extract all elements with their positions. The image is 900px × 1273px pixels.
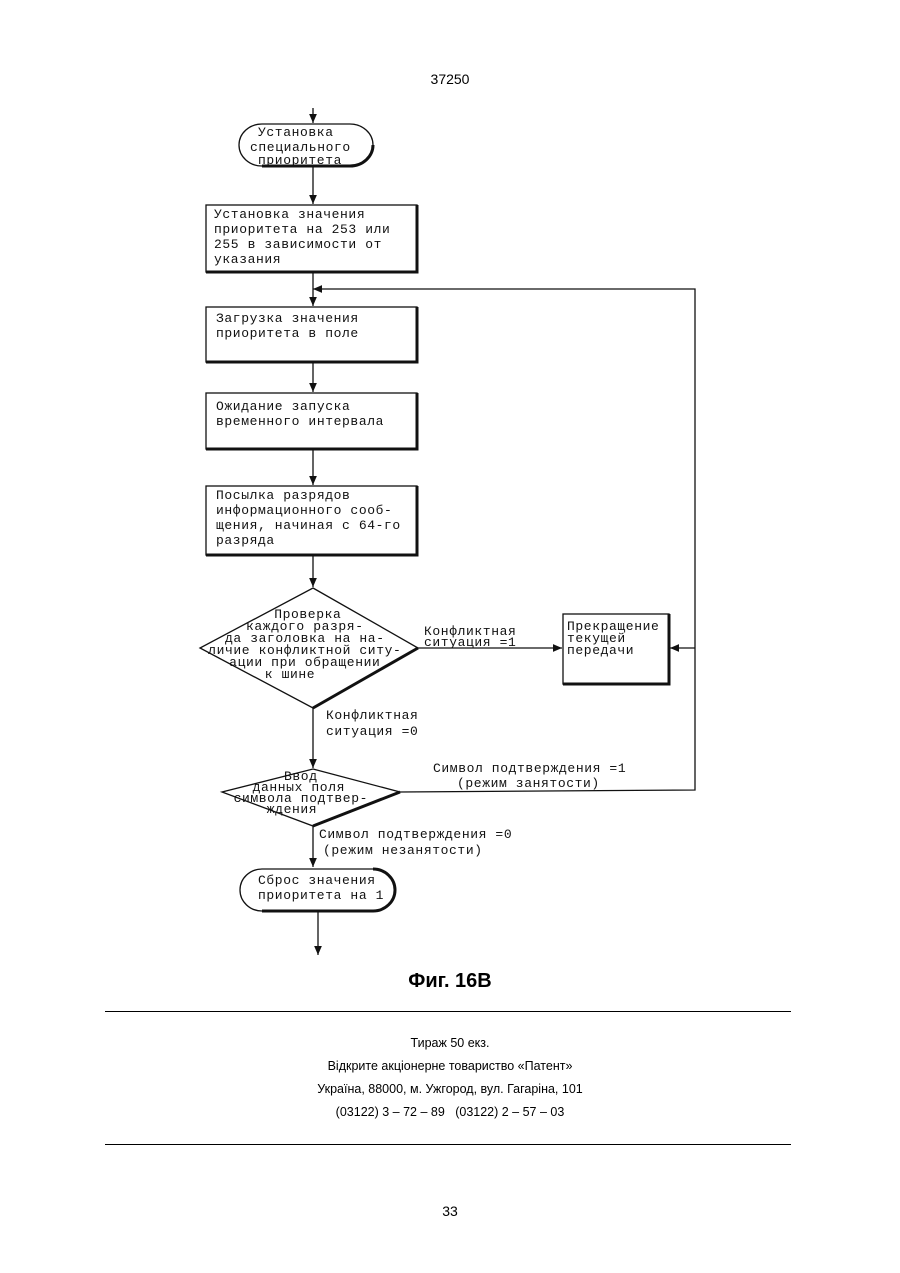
reset-priority-terminator-label: Сброс значения приоритета на 1: [258, 873, 384, 903]
set-priority-box-label: Установка значения приоритета на 253 или…: [214, 207, 399, 267]
flowchart: Установка специального приоритета Устано…: [0, 0, 900, 1000]
wait-interval-box-label: Ожидание запуска временного интервала: [216, 399, 384, 429]
conflict-1-label: Конфликтная ситуация =1: [424, 624, 525, 650]
start-terminator-label: Установка специального приоритета: [250, 125, 359, 168]
page-number: 33: [0, 1203, 900, 1219]
footer-phones: (03122) 3 – 72 – 89 (03122) 2 – 57 – 03: [0, 1105, 900, 1119]
divider-top: [105, 1011, 791, 1012]
conflict-0-label: Конфликтная ситуация =0: [326, 708, 427, 739]
footer-address: Україна, 88000, м. Ужгород, вул. Гагарін…: [0, 1082, 900, 1096]
ack-1-label: Символ подтверждения =1 (режим занятости…: [433, 761, 635, 791]
stop-transfer-box-label: Прекращение текущей передачи: [567, 619, 668, 658]
ack-0-label: Символ подтверждения =0 (режим незанятос…: [319, 827, 521, 858]
figure-caption: Фиг. 16В: [0, 970, 900, 993]
footer-circulation: Тираж 50 екз.: [0, 1036, 900, 1050]
load-priority-box-label: Загрузка значения приоритета в поле: [216, 311, 367, 341]
footer-company: Відкрите акціонерне товариство «Патент»: [0, 1059, 900, 1073]
divider-bottom: [105, 1144, 791, 1145]
send-bits-box-label: Посылка разрядов информационного сооб- щ…: [216, 488, 409, 548]
